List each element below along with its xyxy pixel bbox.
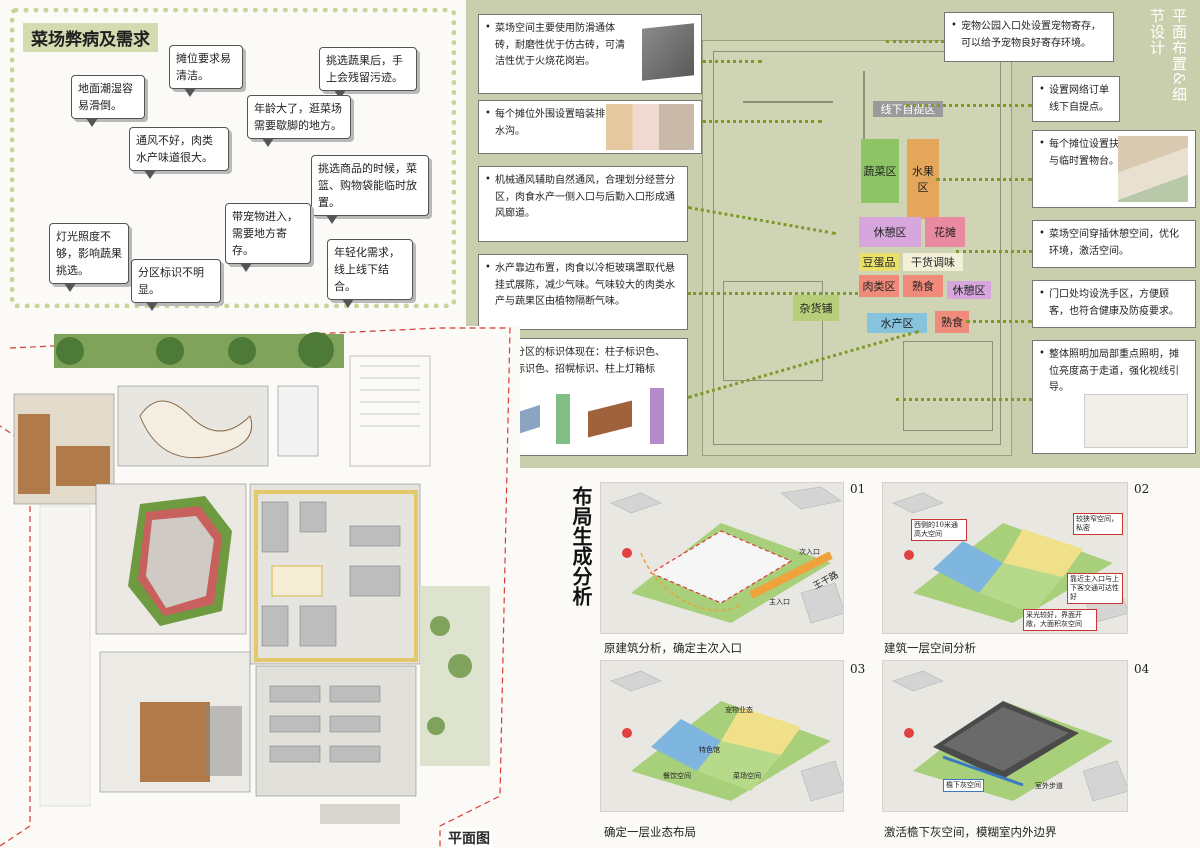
note-rest-space: 菜场空间穿插休憩空间，优化环境，激活空间。 (1032, 220, 1196, 268)
note-pickup: 设置网络订单线下自提点。 (1032, 76, 1120, 122)
note-handwash: 门口处均设洗手区，方便顾客，也符合健康及防疫要求。 (1032, 280, 1196, 328)
label-main-entrance: 主入口 (769, 598, 790, 606)
label-secondary-entrance: 次入口 (799, 548, 820, 556)
label-open-grey-space: 采光较好，界面开敞，大面积灰空间 (1023, 609, 1097, 632)
need-bubble-6: 挑选商品的时候，菜篮、购物袋能临时放置。 (311, 155, 429, 225)
note-aquatic-layout: 水产靠边布置，肉食以冷柜玻璃罩取代悬挂式展陈，减少气味。气味较大的肉类水产与蔬果… (478, 254, 688, 330)
handrail-thumbnail (1118, 136, 1188, 202)
connector (966, 320, 1032, 323)
connector (886, 40, 944, 43)
need-bubble-5: 年龄大了，逛菜场需要歇脚的地方。 (247, 95, 351, 148)
analysis-step-2: 西侧的10米通高大空间 较狭窄空间，私密 靠近主入口与上下客交通可达性好 采光较… (882, 482, 1128, 634)
step-4-num: 04 (1134, 662, 1150, 676)
need-bubble-2: 摊位要求易清洁。 (169, 45, 243, 98)
connector (906, 104, 1032, 107)
zone-rest-2: 休憩区 (947, 281, 991, 299)
master-plan (0, 326, 520, 848)
zone-flower: 花摊 (925, 217, 965, 247)
step-1-num: 01 (850, 482, 866, 496)
floor-tile-swatch (642, 23, 694, 81)
need-bubble-7: 带宠物进入，需要地方寄存。 (225, 203, 311, 273)
note-ventilation: 机械通风辅助自然通风，合理划分经营分区，肉食水产一侧入口与后勤入口形成通风廊道。 (478, 166, 688, 242)
detail-floor-plan: 线下自提区 蔬菜区 水果区 休憩区 花摊 豆蛋品 干货调味 肉类区 熟食 休憩区… (702, 40, 1012, 456)
step-3-diagram (610, 670, 843, 802)
label-near-entrance: 靠近主入口与上下客交通可达性好 (1067, 573, 1123, 605)
step-3-caption: 确定一层业态布局 (604, 825, 696, 839)
label-market-space: 菜场空间 (733, 772, 761, 780)
analysis-step-3: 宠物业态 特色馆 菜场空间 餐饮空间 (600, 660, 844, 812)
step-2-diagram (892, 492, 1127, 624)
zone-cooked-1: 熟食 (903, 275, 943, 297)
connector (688, 292, 858, 295)
zone-cooked-2: 熟食 (935, 311, 969, 333)
analysis-step-1: 次入口 主入口 王干路 (600, 482, 844, 634)
need-bubble-1: 地面潮湿容易滑倒。 (71, 75, 145, 128)
step-1-diagram (610, 486, 843, 624)
step-2-num: 02 (1134, 482, 1150, 496)
need-bubble-4: 通风不好，肉类水产味道很大。 (129, 127, 229, 180)
label-tall-space: 西侧的10米通高大空间 (911, 519, 967, 542)
label-feature-hall: 特色馆 (699, 746, 720, 754)
need-bubble-9: 分区标识不明显。 (131, 259, 221, 312)
step-4-diagram (892, 670, 1127, 802)
zone-vegetable: 蔬菜区 (861, 139, 899, 203)
detail-title: 平面布置&细节设计 (1148, 8, 1188, 103)
zone-aquatic: 水产区 (867, 313, 927, 333)
step-1-caption: 原建筑分析，确定主次入口 (604, 641, 742, 655)
master-plan-drawing (0, 326, 520, 848)
signage-models (496, 388, 676, 448)
zone-dry-goods: 干货调味 (903, 253, 963, 271)
needs-title: 菜场弊病及需求 (23, 23, 158, 52)
need-bubble-10: 年轻化需求，线上线下结合。 (327, 239, 413, 309)
step-4-caption: 激活檐下灰空间，模糊室内外边界 (884, 825, 1057, 839)
label-pet-business: 宠物业态 (725, 706, 753, 714)
connector (702, 120, 822, 123)
needs-panel: 菜场弊病及需求 地面潮湿容易滑倒。 摊位要求易清洁。 挑选蔬果后，手上会残留污迹… (10, 8, 456, 312)
label-outdoor-walkway: 室外步道 (1035, 782, 1063, 790)
zone-fruit: 水果区 (907, 139, 939, 219)
zone-tofu-egg: 豆蛋品 (859, 253, 899, 271)
zone-rest-1: 休憩区 (859, 217, 921, 247)
drainage-thumbnail (606, 104, 694, 150)
note-pet-storage: 宠物公园入口处设置宠物寄存，可以给予宠物良好寄存环境。 (944, 12, 1114, 62)
plan-label: 平面图 (446, 828, 492, 848)
need-bubble-3: 挑选蔬果后，手上会残留污迹。 (319, 47, 417, 100)
label-dining-space: 餐饮空间 (663, 772, 691, 780)
connector (702, 60, 762, 63)
label-narrow-space: 较狭窄空间，私密 (1073, 513, 1123, 536)
detail-panel: 平面布置&细节设计 线下自提区 蔬菜区 水果区 休憩区 花摊 豆蛋品 干货调味 … (466, 0, 1200, 468)
zone-meat: 肉类区 (859, 275, 899, 297)
analysis-title: 布局生成分析 (569, 486, 593, 606)
connector (956, 250, 1032, 253)
analysis-step-4: 檐下灰空间 室外步道 (882, 660, 1128, 812)
zone-grocery: 杂货铺 (793, 295, 839, 321)
connector (896, 398, 1032, 401)
step-2-caption: 建筑一层空间分析 (884, 641, 976, 655)
label-eave-space: 檐下灰空间 (943, 779, 984, 793)
step-3-num: 03 (850, 662, 866, 676)
need-bubble-8: 灯光照度不够，影响蔬果挑选。 (49, 223, 129, 293)
lighting-thumbnail (1084, 394, 1188, 448)
connector (936, 178, 1032, 181)
